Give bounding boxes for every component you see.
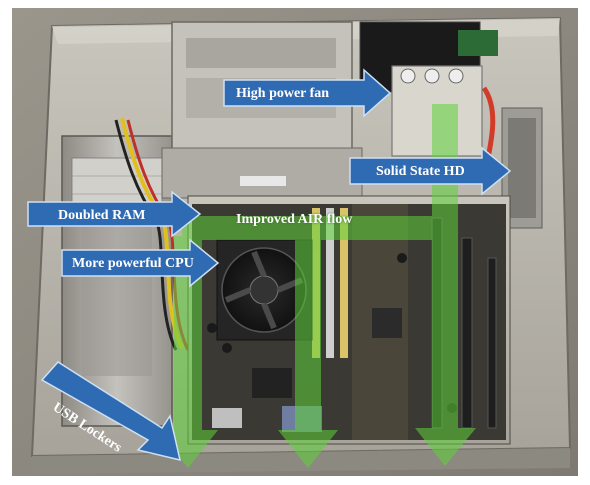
arrow-high-power-fan [223,68,392,118]
label-improved-air-flow: Improved AIR flow [236,212,353,227]
arrow-doubled-ram [27,190,202,238]
label-more-powerful-cpu: More powerful CPU [72,256,194,271]
label-solid-state-hd: Solid State HD [376,164,465,179]
arrow-more-powerful-cpu [61,238,220,288]
annotation-arrows [27,68,512,462]
arrow-usb-lockers [40,361,181,462]
label-high-power-fan: High power fan [236,86,330,101]
computer-case-photo [12,8,578,476]
arrow-solid-state-hd [349,146,512,196]
label-doubled-ram: Doubled RAM [58,208,146,223]
